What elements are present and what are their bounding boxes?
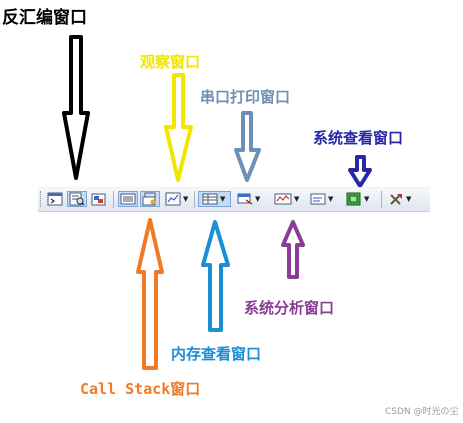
system-viewer-icon [346, 192, 361, 206]
toolbox-dropdown[interactable]: ▼ [388, 191, 418, 207]
system-viewer-dropdown[interactable]: ▼ [346, 191, 376, 207]
arrow-system-analyzer [281, 220, 305, 279]
watch-window-dropdown[interactable]: ▼ [165, 191, 191, 207]
label-call-stack-window: Call Stack窗口 [80, 380, 201, 398]
toolbar-separator [381, 191, 382, 208]
watch-window-icon [165, 192, 181, 206]
chevron-down-icon: ▼ [364, 194, 370, 203]
command-window-button[interactable] [47, 191, 65, 207]
arrow-disassembly [62, 35, 90, 180]
debug-windows-toolbar: ▼ ▼ ▼ ▼ ▼ [38, 187, 430, 212]
command-window-icon [47, 192, 63, 206]
arrow-serial [234, 111, 261, 182]
chevron-down-icon: ▼ [220, 194, 226, 203]
label-watch-window: 观察窗口 [140, 53, 201, 71]
arrow-call-stack [136, 218, 164, 370]
chevron-down-icon: ▼ [406, 194, 412, 203]
label-system-viewer-window: 系统查看窗口 [313, 129, 404, 147]
toolbar-grip[interactable] [40, 191, 43, 207]
analysis-window-icon [274, 193, 292, 205]
label-memory-window: 内存查看窗口 [171, 345, 262, 363]
call-stack-window-button[interactable] [140, 191, 160, 207]
trace-window-dropdown[interactable]: ▼ [310, 191, 338, 207]
trace-window-icon [310, 193, 326, 205]
label-serial-window: 串口打印窗口 [200, 88, 291, 106]
symbols-window-button[interactable] [91, 191, 109, 207]
registers-window-icon [120, 193, 136, 205]
toolbar-separator [113, 191, 114, 208]
chevron-down-icon: ▼ [328, 194, 334, 203]
arrow-watch [164, 73, 193, 182]
disassembly-window-button[interactable] [67, 191, 87, 207]
serial-window-dropdown[interactable]: ▼ [237, 191, 265, 207]
registers-window-button[interactable] [118, 191, 138, 207]
serial-window-icon [237, 193, 253, 205]
disassembly-window-icon [69, 192, 85, 206]
arrow-system-viewer [348, 155, 372, 188]
toolbar-separator [194, 191, 195, 208]
label-system-analyzer-window: 系统分析窗口 [244, 299, 335, 317]
chevron-down-icon: ▼ [183, 194, 189, 203]
arrow-memory [201, 220, 230, 332]
watermark: CSDN @时光の尘 [385, 407, 459, 417]
call-stack-window-icon [142, 192, 156, 206]
memory-window-dropdown[interactable]: ▼ [198, 191, 231, 207]
symbols-window-icon [91, 193, 106, 206]
memory-window-icon [202, 193, 218, 205]
chevron-down-icon: ▼ [255, 194, 261, 203]
chevron-down-icon: ▼ [294, 194, 300, 203]
toolbox-icon [390, 194, 402, 205]
analysis-window-dropdown[interactable]: ▼ [274, 191, 302, 207]
label-disassembly-window: 反汇编窗口 [2, 8, 87, 28]
